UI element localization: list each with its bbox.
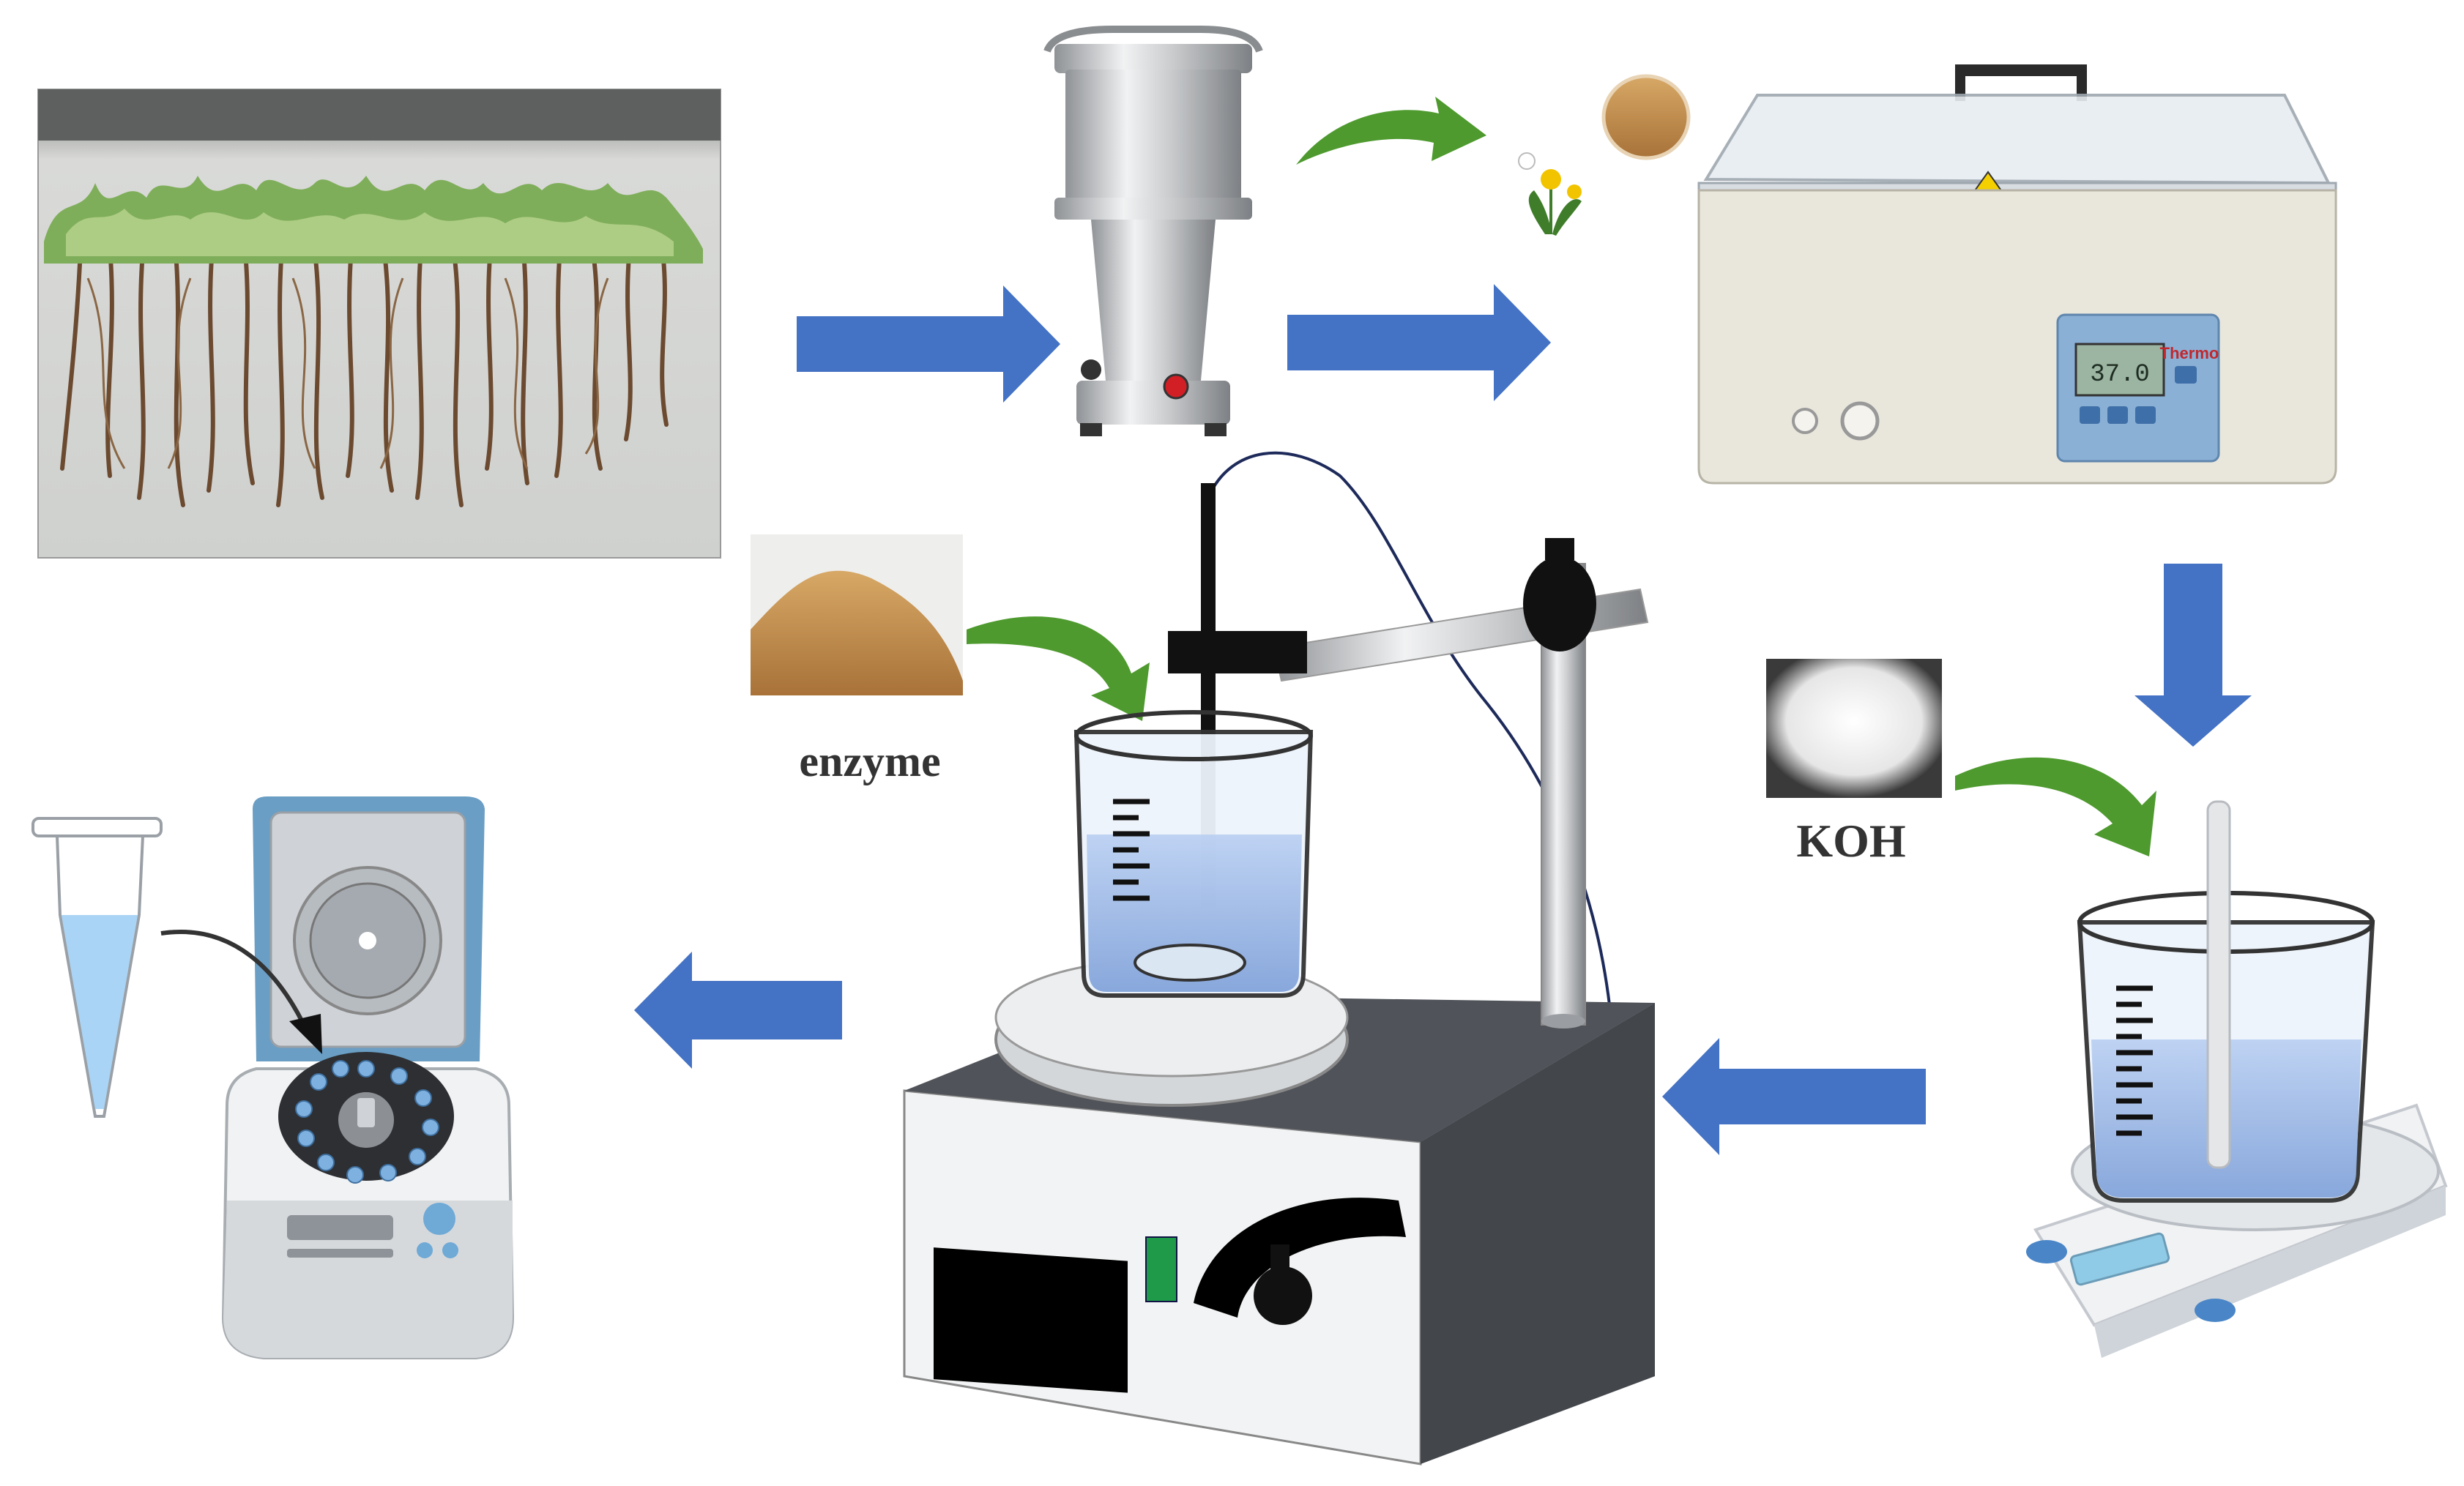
enzyme-powder [751,570,963,695]
bath-display-text: 37.0 [2090,361,2150,389]
flow-arrow-right-1 [797,285,1060,403]
flow-arrow-left-2 [634,952,842,1069]
power-switch [1145,1236,1177,1302]
speed-dial-scale [1194,1198,1406,1318]
roots [60,247,669,507]
stir-bar [1134,944,1246,982]
plant-roots-photo [37,89,721,559]
flow-arrow-right-2 [1287,284,1551,401]
koh-label: KOH [1796,815,1905,867]
beaker-on-balance [2026,800,2448,1358]
power-button-icon [1163,373,1189,400]
curved-arrow-head [289,1014,322,1054]
plant-powder [1518,74,1691,236]
grinder [1043,26,1263,436]
enzyme-reagent: enzyme [751,534,963,785]
centrifuge [221,796,515,1359]
rotor-tubes [295,1060,439,1184]
water-bath: 37.0 Thermo [1697,64,2337,485]
green-arrow-koh [1955,757,2156,856]
glass-rod [2206,800,2231,1169]
speed-knob [1254,1266,1312,1325]
fine-roots [86,277,609,469]
magnetic-stirrer [903,451,1655,1466]
stirrer-display [934,1247,1128,1393]
koh-photo [1766,659,1942,798]
enzyme-label: enzyme [799,737,940,785]
flow-arrow-left-1 [1662,1038,1926,1155]
thermo-brand-text: Thermo [2160,344,2219,362]
stirrer-beaker-graduations [1113,799,1150,901]
green-arrow-grinder-to-powder [1296,97,1486,165]
microcentrifuge-tube [31,817,163,1118]
curved-arrow-tube-to-centrifuge [160,930,306,1026]
koh-reagent: KOH [1766,659,1942,867]
beaker-graduations [2116,985,2153,1136]
green-arrow-enzyme [967,616,1150,721]
flow-arrow-down [2134,564,2252,747]
dandelion-plant-icon [1518,152,1582,236]
